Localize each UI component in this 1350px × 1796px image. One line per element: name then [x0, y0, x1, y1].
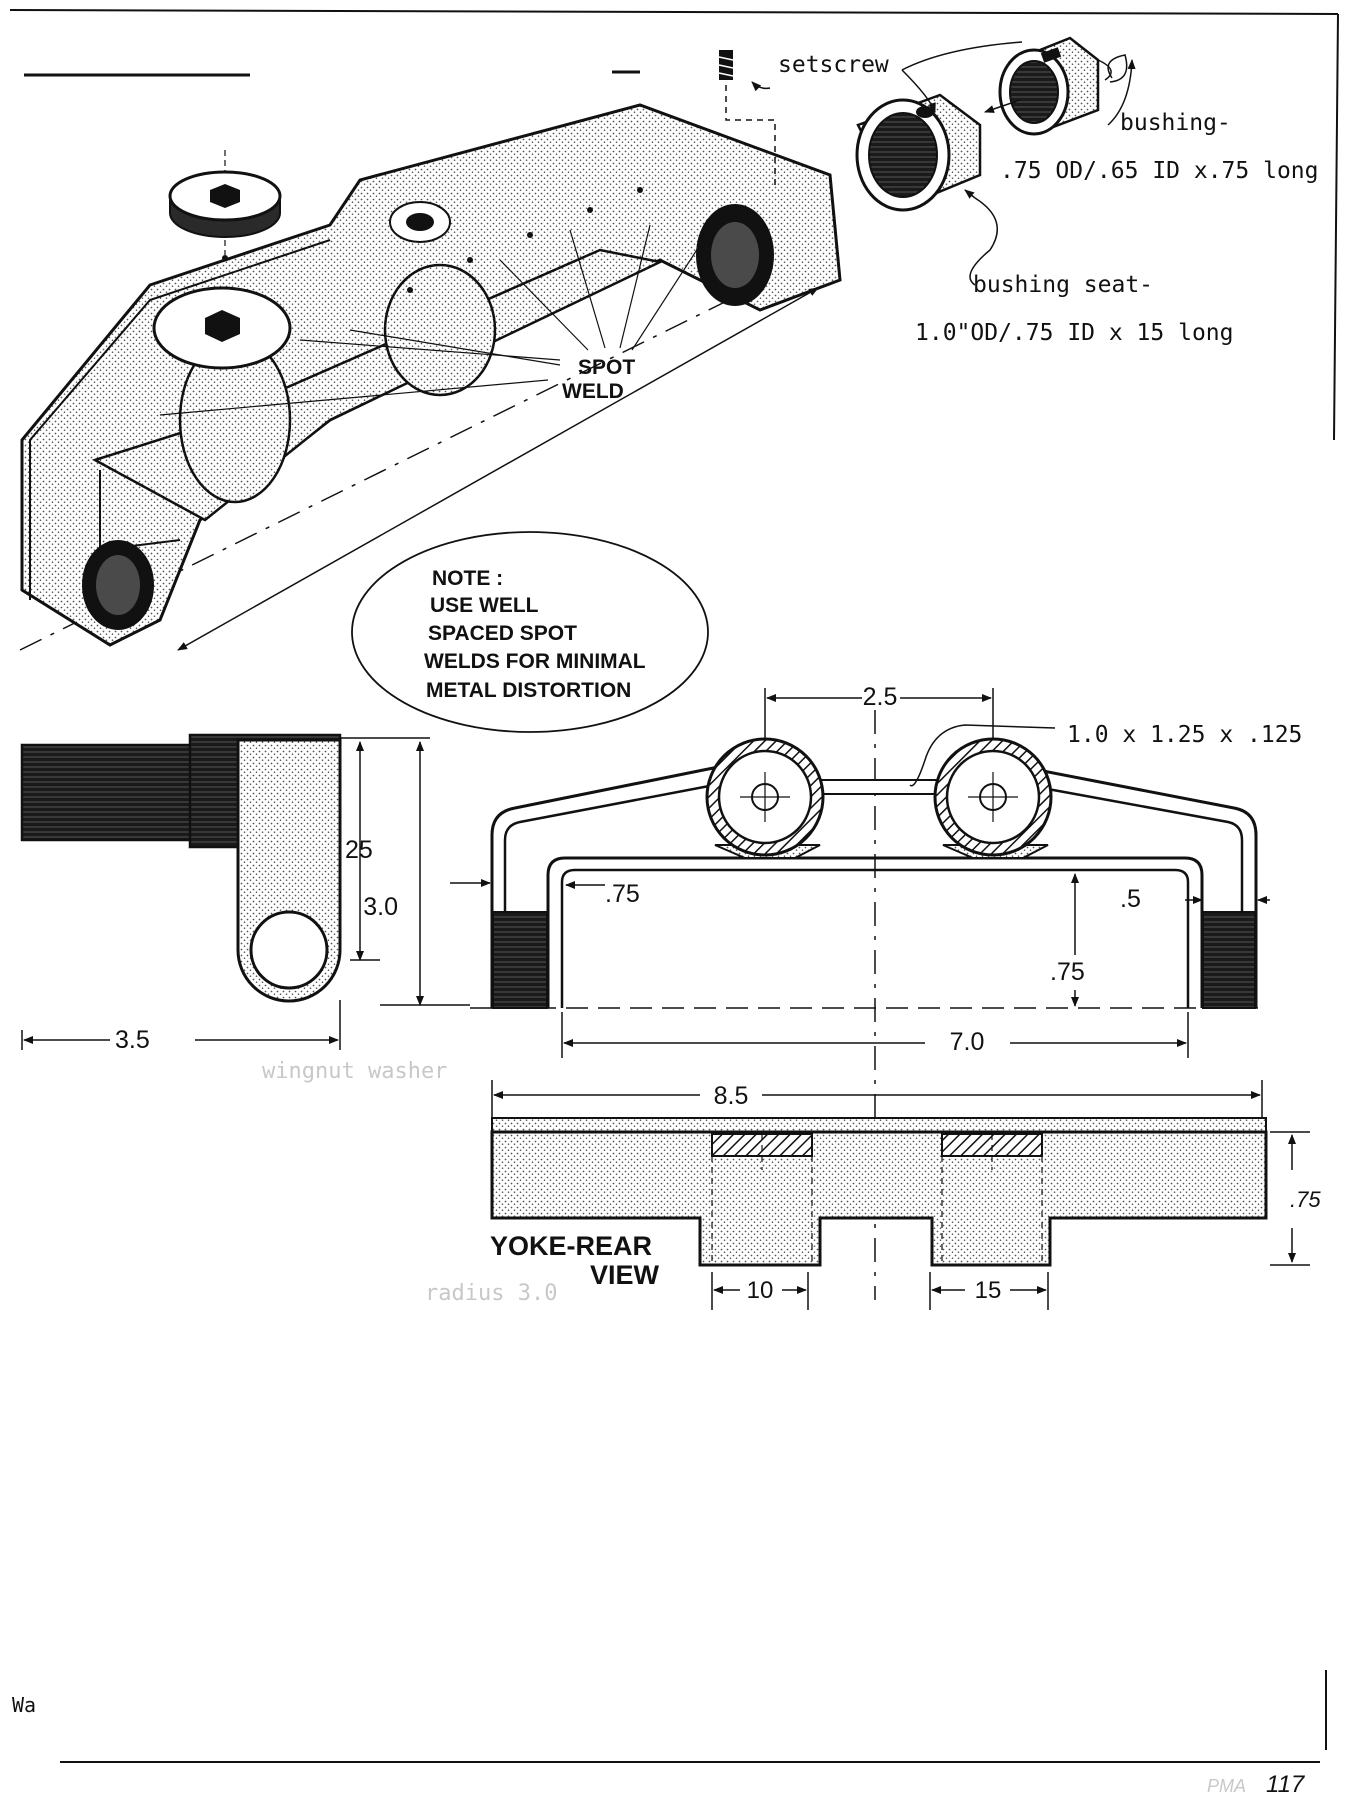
rear-body — [490, 1130, 1268, 1267]
right-foot — [1202, 911, 1256, 1009]
washer — [168, 150, 282, 261]
rear-dim-thickness: .75 — [1290, 1187, 1321, 1212]
rear-dim-right-seat: 15 — [975, 1277, 1002, 1304]
front-dim-spacing: 2.5 — [863, 683, 898, 711]
spot-weld-label-line2: WELD — [562, 380, 624, 403]
ghost-radius: radius 3.0 — [425, 1281, 557, 1306]
ghost-corner: Wa — [12, 1693, 36, 1717]
note-line3: SPACED SPOT — [428, 622, 577, 645]
ghost-wingnut: wingnut washer — [262, 1059, 447, 1084]
note-line2: USE WELL — [430, 594, 539, 617]
bushing — [984, 36, 1100, 136]
setscrew-icon — [718, 50, 776, 190]
rear-view-label-line2: VIEW — [590, 1260, 660, 1290]
page-frame — [9, 9, 1339, 1763]
ghost-text: wingnut washer radius 3.0 Wa — [12, 1059, 557, 1717]
side-view: 25 3.0 3.5 — [20, 733, 470, 1054]
bushing-seat-label: bushing seat- — [973, 272, 1153, 298]
side-dim-width: 3.5 — [115, 1026, 150, 1054]
page-number: 117 — [1266, 1771, 1306, 1796]
right-tube — [933, 737, 1053, 859]
setscrew-label: setscrew — [778, 52, 889, 78]
bushing-seat — [855, 93, 982, 212]
left-tube — [705, 737, 825, 859]
note-line4: WELDS FOR MINIMAL — [424, 650, 646, 673]
rear-dim-overall-width: 8.5 — [714, 1082, 749, 1110]
bushing-label: bushing- — [1120, 110, 1231, 136]
left-foot — [492, 911, 548, 1009]
side-dim-inner-height: 25 — [345, 836, 373, 864]
side-bushing-stub — [20, 743, 199, 842]
front-dim-inner-width: 7.0 — [950, 1028, 985, 1056]
front-tube-spec: 1.0 x 1.25 x .125 — [1067, 722, 1302, 748]
page-source: PMA — [1207, 1776, 1246, 1796]
isometric-yoke: setscrew bushing- .75 OD/.65 ID x.75 lon… — [19, 36, 1319, 651]
rear-view: 8.5 .75 YOKE-REAR VIEW 10 15 — [490, 1080, 1321, 1310]
note-callout: NOTE : USE WELL SPACED SPOT WELDS FOR MI… — [351, 531, 709, 733]
spot-weld-label-line1: SPOT — [578, 356, 635, 379]
footer: PMA 117 — [1207, 1771, 1306, 1796]
front-dim-left-gap: .75 — [605, 880, 640, 908]
note-line5: METAL DISTORTION — [426, 679, 631, 702]
side-dim-outer-height: 3.0 — [363, 893, 398, 921]
rear-dim-left-seat: 10 — [747, 1277, 774, 1304]
bushing-seat-spec: 1.0"OD/.75 ID x 15 long — [915, 320, 1234, 346]
bushing-spec: .75 OD/.65 ID x.75 long — [1000, 158, 1319, 184]
front-dim-inner-height: .75 — [1050, 958, 1085, 986]
note-line1: NOTE : — [432, 567, 503, 590]
front-dim-right-gap: .5 — [1120, 885, 1141, 913]
rear-view-label-line1: YOKE-REAR — [490, 1231, 652, 1261]
front-view: 2.5 1.0 x 1.25 x .125 .75 .5 .75 7.0 — [450, 683, 1302, 1300]
